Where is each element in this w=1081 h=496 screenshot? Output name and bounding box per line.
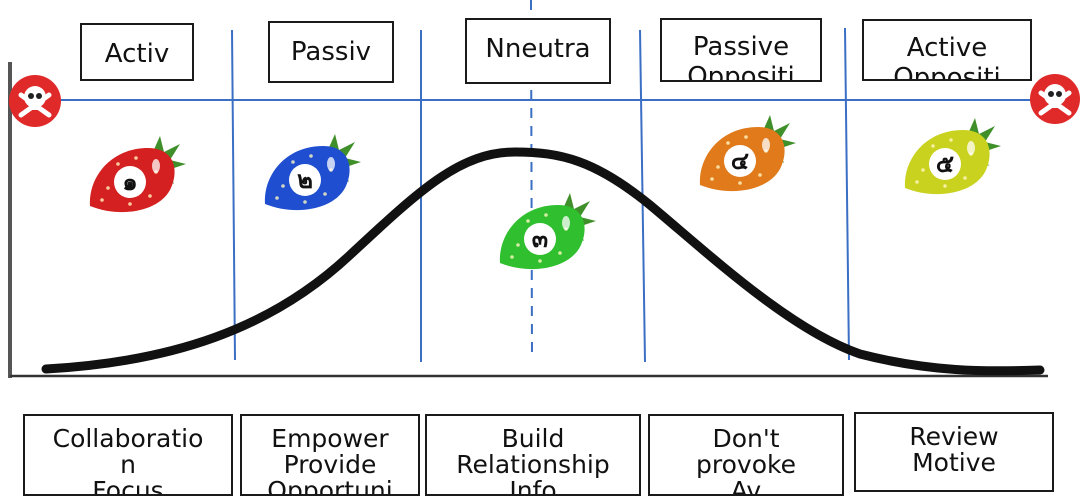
strawberry-seed <box>931 144 935 148</box>
strawberry-seed <box>100 198 104 202</box>
divider-line-1 <box>231 29 236 361</box>
strawberry-seed <box>516 243 520 247</box>
strawberry-highlight <box>967 141 975 155</box>
strategy-text: Empower Provide Opportuni <box>267 424 393 496</box>
strawberry-icon: ๒ <box>264 134 361 211</box>
strawberry-seed <box>510 255 514 259</box>
strawberry-seed <box>538 259 542 263</box>
strawberry-seed <box>544 213 548 217</box>
top-label-active-opposition: Active Oppositi <box>862 19 1032 81</box>
strawberry-icon: ๑ <box>89 136 186 213</box>
marker-badge <box>289 164 321 196</box>
strawberry-seed <box>291 160 295 164</box>
strawberry-icon: ๔ <box>699 115 796 192</box>
top-label-neutral: Nneutra <box>465 18 611 84</box>
strawberry-seed <box>303 200 307 204</box>
strawberry-highlight <box>562 216 570 230</box>
strawberry-seed <box>526 219 530 223</box>
strawberry-highlight <box>762 138 770 152</box>
strawberry-seed <box>716 165 720 169</box>
strawberry-seed <box>963 176 967 180</box>
skull-crossbones-icon <box>1030 74 1080 124</box>
marker-badge <box>724 145 756 177</box>
strategy-box-4: Don't provoke Av <box>648 414 844 496</box>
strategy-box-1: Collaboratio n Focus <box>23 414 233 496</box>
strawberry-seed <box>106 186 110 190</box>
bell-curve <box>41 147 1045 376</box>
skull-crossbones-icon <box>9 75 61 127</box>
divider-line-4 <box>844 27 850 361</box>
strawberry-seed <box>148 194 152 198</box>
top-label-text: Passive Oppositi <box>687 32 795 82</box>
top-label-active: Activ <box>80 23 194 81</box>
marker-badge <box>929 148 961 180</box>
strawberry-seed <box>758 173 762 177</box>
strawberry-seed <box>116 162 120 166</box>
strawberry-seed <box>744 135 748 139</box>
strawberry-seed <box>281 184 285 188</box>
strawberry-seed <box>921 168 925 172</box>
marker-number: ๑ <box>122 168 137 196</box>
marker-number: ๕ <box>936 150 954 178</box>
strategy-text: Review Motive <box>909 422 999 477</box>
strategy-box-3: Build Relationship Info <box>425 414 641 496</box>
strategy-box-2: Empower Provide Opportuni <box>240 414 420 496</box>
strategy-text: Collaboratio n Focus <box>52 424 204 496</box>
strawberry-seed <box>558 251 562 255</box>
strawberry-seed <box>915 180 919 184</box>
strawberry-highlight <box>152 159 160 173</box>
strawberry-seed <box>949 138 953 142</box>
strawberry-seed <box>275 196 279 200</box>
strawberry-icon: ๕ <box>904 118 1001 195</box>
strawberry-seed <box>323 192 327 196</box>
marker-number: ๓ <box>532 225 548 253</box>
top-label-text: Nneutra <box>485 34 591 64</box>
strawberry-seed <box>738 181 742 185</box>
top-label-passive-opposition: Passive Oppositi <box>660 18 822 82</box>
strawberry-seed <box>134 156 138 160</box>
top-label-text: Activ <box>104 39 170 69</box>
marker-badge <box>114 166 146 198</box>
top-label-text: Passiv <box>290 37 372 67</box>
marker-number: ๔ <box>731 147 749 175</box>
strawberry-seed <box>710 177 714 181</box>
strawberry-seed <box>128 202 132 206</box>
marker-number: ๒ <box>297 166 313 194</box>
strategy-text: Don't provoke Av <box>696 424 796 496</box>
strawberry-icon: ๓ <box>499 193 596 270</box>
top-label-passive: Passiv <box>268 21 394 83</box>
strawberry-seed <box>943 184 947 188</box>
strategy-box-5: Review Motive <box>854 412 1054 492</box>
strawberry-seed <box>726 141 730 145</box>
strategy-text: Build Relationship Info <box>456 424 610 496</box>
strawberry-highlight <box>327 157 335 171</box>
top-label-text: Active Oppositi <box>893 33 1001 81</box>
marker-badge <box>524 223 556 255</box>
strawberry-seed <box>309 154 313 158</box>
